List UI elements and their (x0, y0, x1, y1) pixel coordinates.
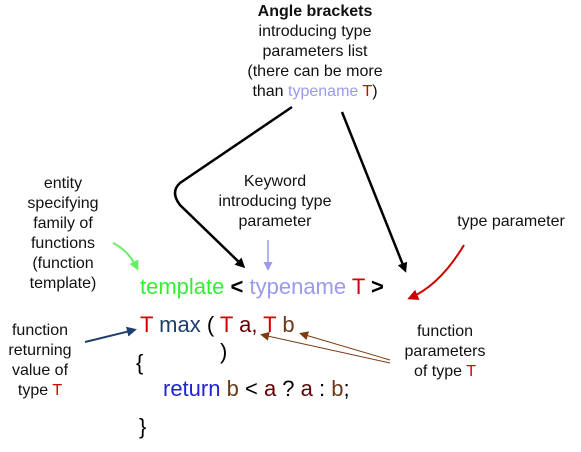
typename-keyword: typename (249, 274, 347, 299)
open-brace: { (136, 350, 144, 375)
arrow-to-open-bracket (173, 105, 293, 269)
entity-line5: (function (32, 255, 94, 272)
arrow-param-b (299, 331, 391, 361)
open-paren: ( (206, 312, 215, 337)
open-angle-bracket: < (230, 274, 244, 299)
keyword-line2: introducing type (218, 193, 332, 210)
expr-b1: b (226, 376, 239, 401)
angle-brackets-note: Angle brackets introducing type paramete… (220, 2, 410, 102)
code-line-template: template < typename T > (140, 274, 384, 300)
params-line1: function (416, 323, 474, 340)
entity-line2: specifying (27, 195, 99, 212)
angle-brackets-line5-text: than (252, 83, 289, 100)
angle-brackets-line2: introducing type (258, 23, 372, 40)
angle-brackets-line4: (there can be more (247, 63, 383, 80)
angle-brackets-line5: than typename T) (220, 82, 410, 102)
params-line3: of type T (390, 362, 500, 382)
returning-line3: value of (11, 362, 69, 379)
expr-semicolon: ; (343, 376, 350, 401)
angle-brackets-line5-typename: typename (288, 83, 359, 100)
template-keyword: template (140, 274, 225, 299)
arrow-type-parameter (407, 244, 465, 300)
arrow-to-close-bracket (340, 111, 408, 273)
expr-b2: b (331, 376, 344, 401)
angle-brackets-line5-close: ) (372, 83, 378, 100)
returning-line1: function (11, 322, 69, 339)
returning-line4-text: type (17, 382, 53, 399)
code-close-brace: } (139, 414, 146, 440)
angle-brackets-line5-T: T (362, 83, 373, 100)
function-name-max: max (159, 312, 201, 337)
entity-line4: functions (30, 235, 96, 252)
return-keyword: return (163, 376, 221, 401)
entity-line1: entity (43, 175, 83, 192)
params-line2: parameters (404, 343, 486, 360)
param-b-name: b (282, 312, 295, 337)
expr-question: ? (276, 376, 301, 401)
keyword-note: Keyword introducing type parameter (200, 172, 350, 232)
returning-line4: type T (0, 381, 80, 401)
returning-line4-T: T (52, 382, 63, 399)
return-type-T: T (140, 312, 154, 337)
expr-a1: a (263, 376, 277, 401)
code-line-return: return b < a ? a : b; (163, 376, 350, 402)
expr-a2: a (300, 376, 313, 401)
keyword-line1: Keyword (243, 173, 307, 190)
angle-brackets-line3: parameters list (262, 43, 368, 60)
entity-line6: template) (29, 275, 97, 292)
code-close-paren: ) (220, 339, 227, 365)
entity-note: entity specifying family of functions (f… (8, 174, 118, 294)
code-line-signature: T max ( T a, T b (140, 312, 295, 338)
params-line3-T: T (466, 363, 476, 380)
expr-less-than: < (238, 376, 264, 401)
expr-colon: : (312, 376, 332, 401)
entity-line3: family of (33, 215, 93, 232)
params-line3-text: of type (414, 363, 467, 380)
type-parameter-label: type parameter (457, 213, 565, 230)
arrow-param-a (260, 331, 391, 364)
arrow-returning (84, 326, 137, 343)
close-angle-bracket: > (371, 274, 384, 299)
returning-note: function returning value of type T (0, 321, 80, 401)
angle-brackets-title: Angle brackets (257, 3, 373, 20)
close-paren: ) (220, 339, 228, 364)
close-brace: } (139, 414, 147, 439)
param-a-type: T (219, 312, 233, 337)
keyword-line3: parameter (238, 213, 312, 230)
type-parameter-note: type parameter (446, 212, 576, 232)
param-b-type: T (263, 312, 277, 337)
code-open-brace: { (136, 350, 143, 376)
arrow-entity (112, 242, 139, 271)
param-a-name: a, (239, 312, 258, 337)
type-parameter-T: T (351, 274, 365, 299)
returning-line2: returning (8, 342, 72, 359)
params-note: function parameters of type T (390, 322, 500, 382)
